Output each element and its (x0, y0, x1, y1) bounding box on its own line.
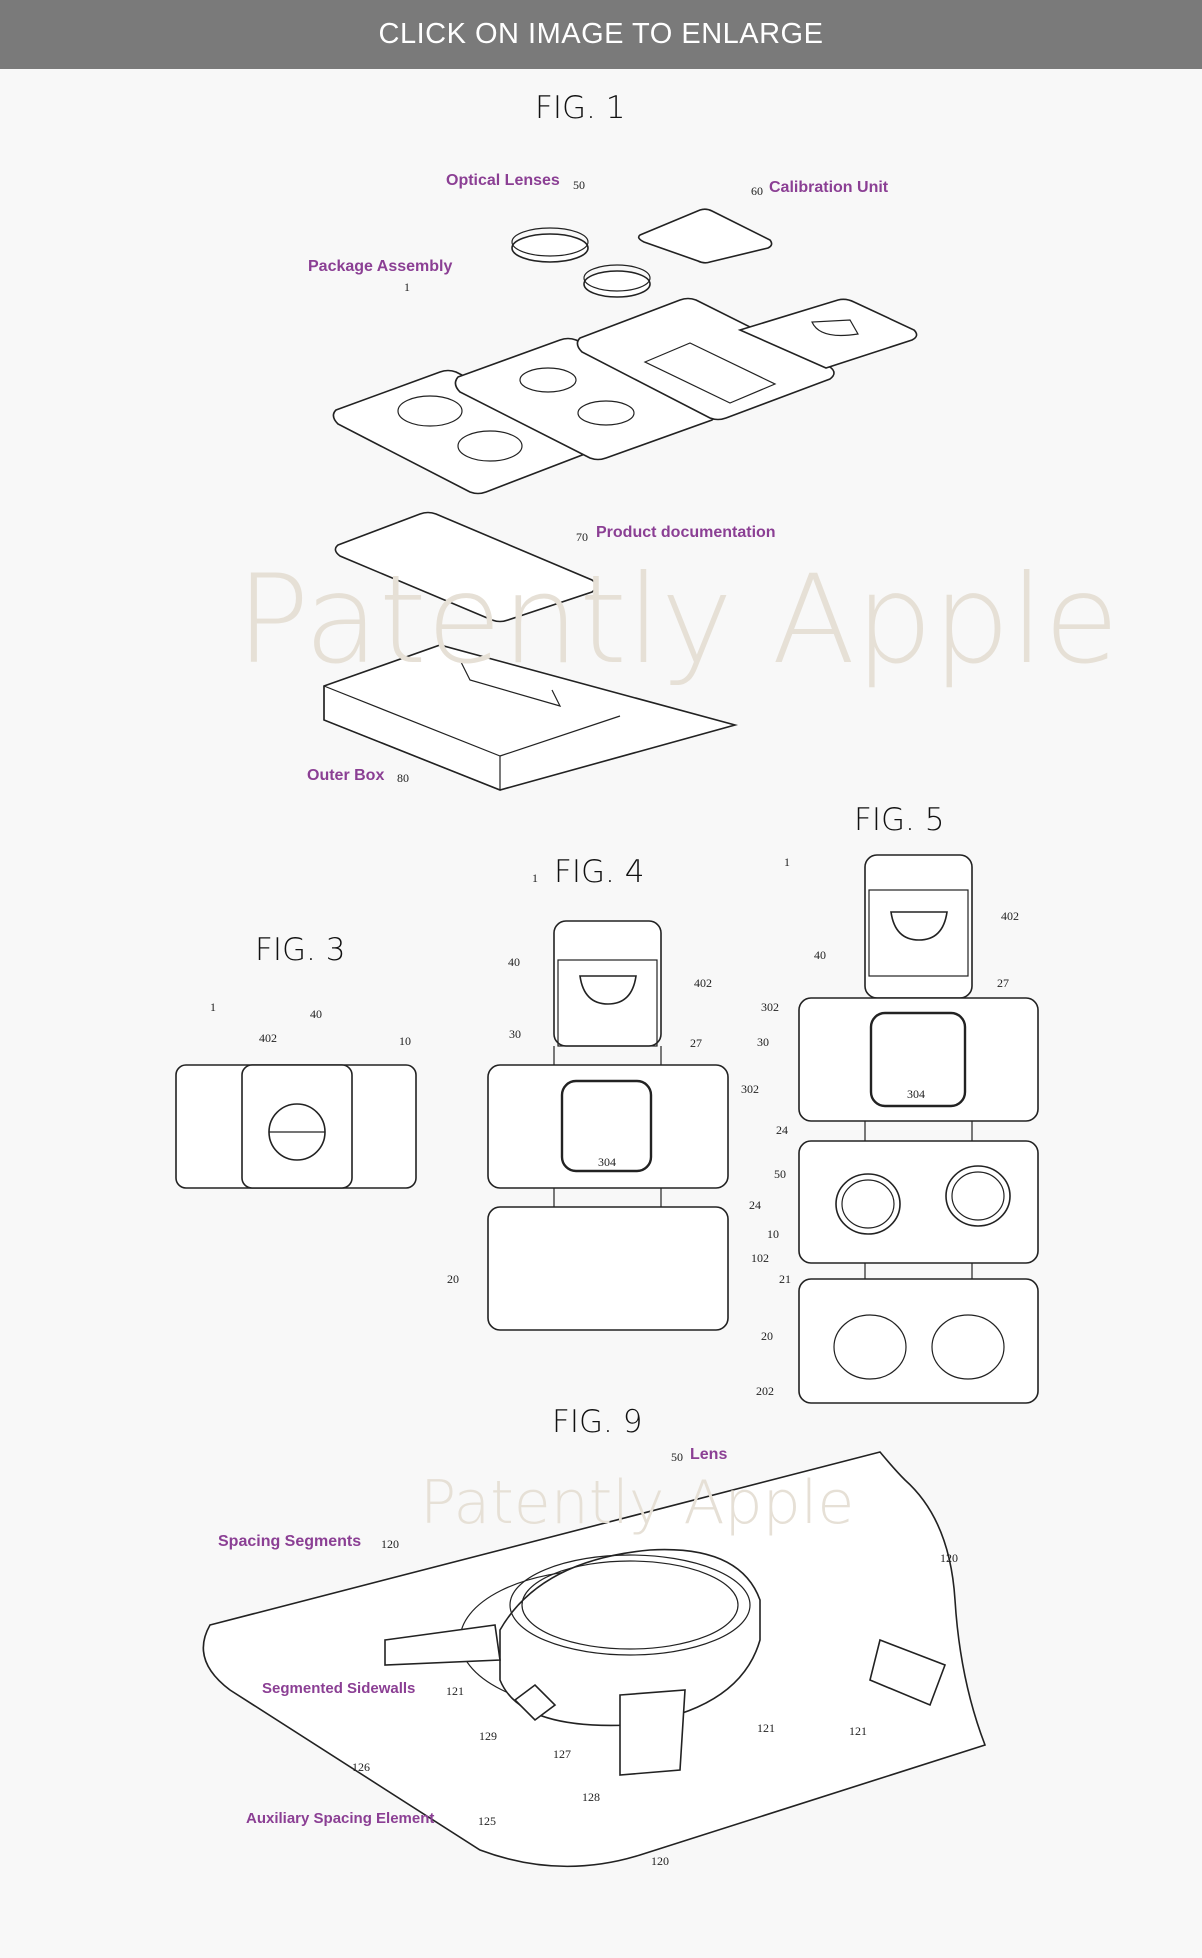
ref-num: 402 (1001, 909, 1019, 923)
watermark: Patently Apple (236, 549, 1120, 691)
package-panel (576, 297, 835, 421)
ref-num: 30 (509, 1027, 521, 1041)
label-auxiliary-spacing-element: Auxiliary Spacing Element (246, 1810, 435, 1827)
ref-num: 21 (779, 1272, 791, 1286)
ref-num: 10 (399, 1034, 411, 1048)
label-outer-box: Outer Box (307, 767, 385, 784)
ref-num: 402 (694, 976, 712, 990)
fig9-title: FIG. 9 (552, 1404, 643, 1440)
ref-num: 120 (940, 1551, 958, 1565)
ref-num: 27 (997, 976, 1009, 990)
ref-num: 50 (774, 1167, 786, 1181)
ref-1: 1 (404, 280, 410, 294)
ref-60: 60 (751, 184, 763, 198)
ref-80: 80 (397, 771, 409, 785)
ref-num: 10 (767, 1227, 779, 1241)
ref-50: 50 (671, 1450, 683, 1464)
ref-num: 30 (757, 1035, 769, 1049)
package-panel (454, 337, 717, 461)
optical-lens (583, 270, 651, 298)
ref-num: 121 (849, 1724, 867, 1738)
optical-lens (511, 233, 589, 263)
label-lens: Lens (690, 1446, 728, 1463)
enlarge-banner[interactable]: CLICK ON IMAGE TO ENLARGE (0, 0, 1202, 69)
ref-num: 129 (479, 1729, 497, 1743)
ref-num: 402 (259, 1031, 277, 1045)
ref-num: 304 (907, 1087, 925, 1101)
ref-50: 50 (573, 178, 585, 192)
ref-num: 27 (690, 1036, 702, 1050)
ref-num: 128 (582, 1790, 600, 1804)
watermark-small: Patently Apple (420, 1468, 855, 1538)
ref-num: 102 (751, 1251, 769, 1265)
calibration-unit (637, 208, 773, 264)
ref-num: 120 (651, 1854, 669, 1868)
ref-num: 24 (776, 1123, 788, 1137)
label-spacing-segments: Spacing Segments (218, 1533, 362, 1550)
label-segmented-sidewalls: Segmented Sidewalls (262, 1680, 416, 1697)
fig4-title: FIG. 4 (554, 854, 645, 890)
ref-num: 302 (761, 1000, 779, 1014)
ref-num: 202 (756, 1384, 774, 1398)
label-product-documentation: Product documentation (596, 524, 776, 541)
ref-num: 40 (508, 955, 520, 969)
ref-num: 121 (757, 1721, 775, 1735)
ref-num: 1 (210, 1000, 216, 1014)
fig4-drawing (487, 920, 729, 1331)
ref-num: 40 (814, 948, 826, 962)
label-package-assembly: Package Assembly (308, 258, 453, 275)
label-calibration-unit: Calibration Unit (769, 179, 889, 196)
ref-num: 1 (784, 855, 790, 869)
ref-num: 1 (532, 871, 538, 885)
ref-125: 125 (478, 1814, 496, 1828)
fig3-title: FIG. 3 (255, 932, 346, 968)
ref-70: 70 (576, 530, 588, 544)
fig1-title: FIG. 1 (535, 90, 626, 126)
fig3-drawing (175, 1064, 417, 1189)
fig5-title: FIG. 5 (854, 802, 945, 838)
ref-121: 121 (446, 1684, 464, 1698)
ref-num: 40 (310, 1007, 322, 1021)
fig9-drawing (202, 1451, 987, 1868)
fig1-drawing (323, 208, 918, 791)
ref-num: 20 (761, 1329, 773, 1343)
ref-120: 120 (381, 1537, 399, 1551)
ref-num: 304 (598, 1155, 616, 1169)
ref-num: 302 (741, 1082, 759, 1096)
ref-num: 24 (749, 1198, 761, 1212)
label-optical-lenses: Optical Lenses (446, 172, 560, 189)
ref-num: 126 (352, 1760, 370, 1774)
ref-num: 127 (553, 1747, 571, 1761)
ref-num: 20 (447, 1272, 459, 1286)
fig5-drawing (798, 854, 1039, 1404)
product-documentation (334, 511, 597, 623)
